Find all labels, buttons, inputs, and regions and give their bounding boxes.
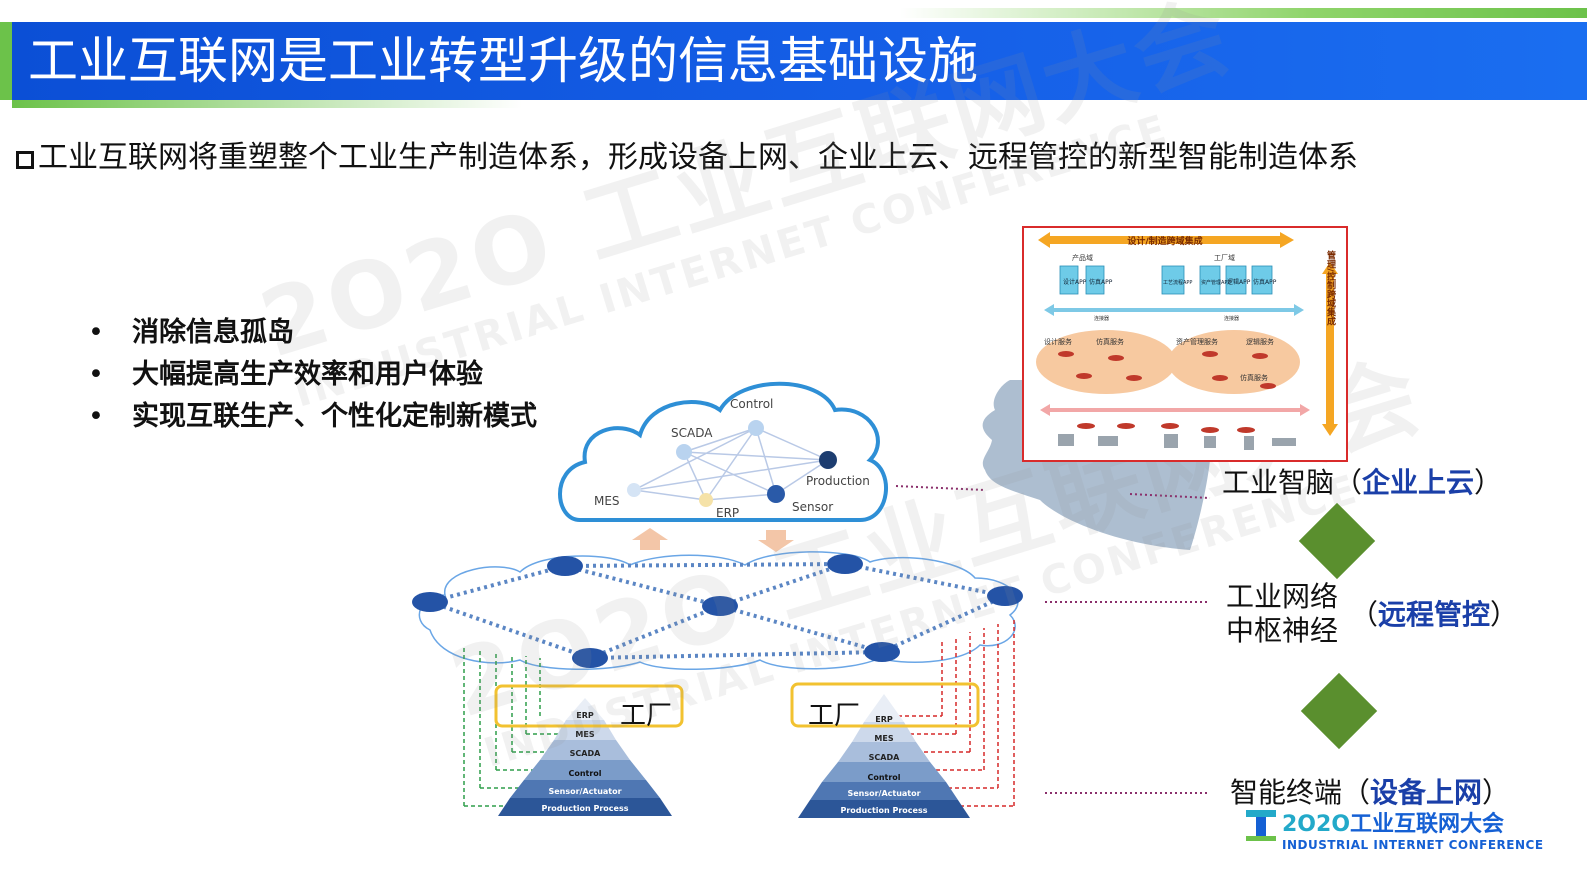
subtitle-text: 工业互联网将重塑整个工业生产制造体系，形成设备上网、企业上云、远程管控的新型智能… (38, 140, 1358, 175)
panel-product-domain: 产品域 (1072, 253, 1093, 262)
label-network-line1: 工业网络 (1226, 580, 1339, 613)
title-accent-bottom (12, 100, 522, 108)
pyramid-layer-label: ERP (576, 711, 594, 720)
cloud-label: ERP (716, 506, 739, 520)
cloud-label: MES (594, 494, 620, 508)
slide-title: 工业互联网是工业转型升级的信息基础设施 (28, 32, 978, 90)
cloud-node (699, 493, 713, 507)
label-brain-end: ） (1474, 466, 1503, 499)
bullet-text: 实现互联生产、个性化定制新模式 (132, 401, 537, 432)
label-brain: 工业智脑（企业上云） (1222, 466, 1502, 500)
pyramid-layer-label: Production Process (840, 806, 927, 815)
service-label: 仿真服务 (1240, 373, 1268, 382)
cloud-node (819, 451, 837, 469)
cloud-label: Control (730, 397, 773, 411)
bullet-item: • 大幅提高生产效率和用户体验 (88, 354, 537, 396)
cloud-node (748, 420, 764, 436)
label-brain-emphasis: 企业上云 (1362, 466, 1475, 499)
pyramid-layer-label: ERP (875, 715, 893, 724)
device-bus-arrow (1040, 404, 1310, 416)
pyramid-layer-label: SCADA (570, 749, 601, 758)
label-network: 工业网络 中枢神经 (1226, 580, 1338, 648)
label-network-line2: 中枢神经 (1226, 614, 1339, 647)
label-terminal-emphasis: 设备上网 (1370, 776, 1483, 809)
cloud-node (676, 444, 692, 460)
label-brain-text: 工业智脑（ (1222, 466, 1363, 499)
app-label: 资产管理APP (1201, 279, 1230, 286)
service-label: 逻辑服务 (1246, 337, 1274, 346)
service-label: 资产管理服务 (1176, 337, 1218, 346)
bullet-dot: • (88, 359, 104, 390)
pyramid-layer-label: MES (874, 734, 893, 743)
label-network-emphasis: （远程管控） (1350, 598, 1518, 632)
conference-logo: 2O2O工业互联网大会 INDUSTRIAL INTERNET CONFEREN… (1246, 806, 1544, 852)
bullet-text: 消除信息孤岛 (132, 317, 294, 348)
bullet-text: 大幅提高生产效率和用户体验 (132, 359, 483, 390)
side-banner-arrow (1322, 262, 1338, 436)
panel-factory-domain: 工厂域 (1214, 253, 1235, 262)
arrow-up-icon (632, 528, 668, 550)
bullet-dot: • (88, 317, 104, 348)
service-cloud (1168, 330, 1300, 394)
label-terminal-text: 智能终端（ (1230, 776, 1371, 809)
app-label: 工艺流程APP (1163, 279, 1192, 286)
architecture-panel-graphic: 设计/制造跨域集成 产品域 工厂域 设计APP 仿真APP 工艺流程APP 资产… (1036, 232, 1338, 450)
logo-name: 工业互联网大会 (1350, 812, 1505, 837)
factory-box (790, 682, 980, 728)
app-label: 设计APP (1063, 278, 1087, 286)
head-silhouette-icon (982, 380, 1210, 550)
pyramid-layer-label: Sensor/Actuator (847, 789, 920, 798)
router-icon (412, 554, 1023, 668)
service-label: 设计服务 (1044, 337, 1072, 346)
cloud-node (767, 485, 785, 503)
label-terminal-end: ） (1482, 776, 1511, 809)
cloud-label: SCADA (671, 426, 713, 440)
pyramid-layer-label: Production Process (541, 804, 628, 813)
bus-label-left: 连接器 (1094, 315, 1109, 322)
bullet-item: • 实现互联生产、个性化定制新模式 (88, 396, 537, 438)
network-emphasis-text: 远程管控 (1378, 598, 1491, 631)
top-banner-arrow (1038, 232, 1294, 248)
cloud-label: Sensor (792, 500, 833, 514)
architecture-panel: 设计/制造跨域集成 产品域 工厂域 设计APP 仿真APP 工艺流程APP 资产… (1022, 226, 1348, 462)
app-label: 逻辑APP (1227, 278, 1251, 286)
bullet-dot: • (88, 401, 104, 432)
conference-logo-icon (1246, 810, 1276, 841)
arrow-down-icon (758, 530, 794, 552)
pyramid-layer-label: SCADA (869, 753, 900, 762)
factory-label: 工厂 (620, 701, 672, 731)
logo-english: INDUSTRIAL INTERNET CONFERENCE (1282, 838, 1544, 852)
service-label: 仿真服务 (1096, 337, 1124, 346)
subtitle: 工业互联网将重塑整个工业生产制造体系，形成设备上网、企业上云、远程管控的新型智能… (16, 136, 1358, 180)
logo-year: 2O2O (1282, 812, 1351, 837)
factory-box (494, 684, 684, 728)
pyramid-layer-label: MES (575, 730, 594, 739)
bus-arrow (1044, 304, 1304, 316)
app-boxes (1059, 265, 1273, 295)
title-accent-left (0, 22, 12, 100)
cloud-node (627, 483, 641, 497)
bullet-item: • 消除信息孤岛 (88, 312, 537, 354)
factory-label: 工厂 (808, 701, 860, 731)
checkbox-bullet-icon (16, 151, 34, 169)
title-accent-top (900, 8, 1587, 18)
app-label: 仿真APP (1253, 278, 1277, 286)
bus-label-right: 连接器 (1224, 315, 1239, 322)
title-bar (12, 22, 1587, 100)
paren-close: ） (1490, 598, 1519, 631)
pyramid-layer-label: Control (568, 769, 601, 778)
label-terminal: 智能终端（设备上网） (1230, 776, 1510, 810)
bullet-list: • 消除信息孤岛 • 大幅提高生产效率和用户体验 • 实现互联生产、个性化定制新模式 (88, 312, 537, 438)
pyramid-layer-label: Sensor/Actuator (548, 787, 621, 796)
pyramid-layer-label: Control (867, 773, 900, 782)
panel-top-banner: 设计/制造跨域集成 (1127, 235, 1202, 247)
paren-open: （ (1350, 598, 1379, 631)
cloud-label: Production (806, 474, 870, 488)
panel-side-banner: 管理/控制跨域集成 (1325, 249, 1337, 326)
app-label: 仿真APP (1089, 278, 1113, 286)
